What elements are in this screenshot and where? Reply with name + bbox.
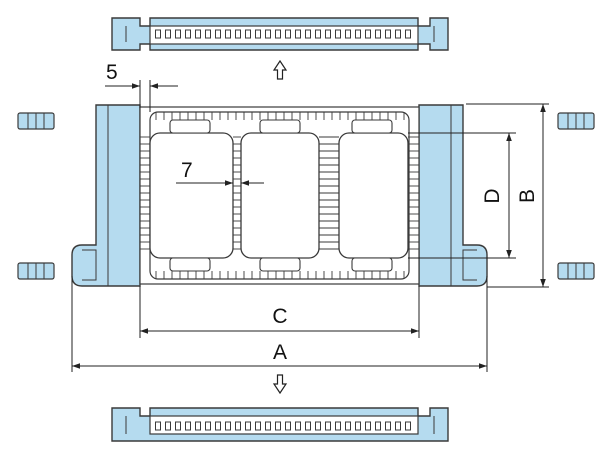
dimension-wall-thickness	[105, 80, 178, 112]
bottom-side-view	[111, 407, 449, 442]
label-b: B	[516, 189, 539, 203]
arrow-up-icon	[272, 59, 288, 80]
dimension-a	[71, 276, 488, 372]
opening-left	[149, 132, 234, 259]
label-wall-thickness: 5	[106, 61, 118, 84]
clip-left-bottom	[17, 262, 55, 280]
dimension-b	[466, 103, 549, 288]
dimension-d	[408, 132, 516, 259]
opening-right	[338, 132, 409, 259]
label-c: C	[272, 305, 287, 328]
arrow-down-icon	[272, 374, 288, 395]
clip-right-top	[557, 112, 595, 130]
top-ticks	[155, 29, 411, 39]
top-side-view	[111, 17, 449, 51]
label-a: A	[273, 341, 287, 364]
bottom-ticks	[155, 421, 411, 431]
label-divider-thickness: 7	[181, 159, 193, 182]
label-d: D	[481, 188, 504, 203]
opening-middle	[240, 132, 320, 259]
clip-right-bottom	[557, 262, 595, 280]
front-view	[71, 104, 488, 287]
frame-ribs	[140, 112, 419, 279]
dimension-c	[139, 286, 420, 338]
clip-left-top	[17, 112, 55, 130]
